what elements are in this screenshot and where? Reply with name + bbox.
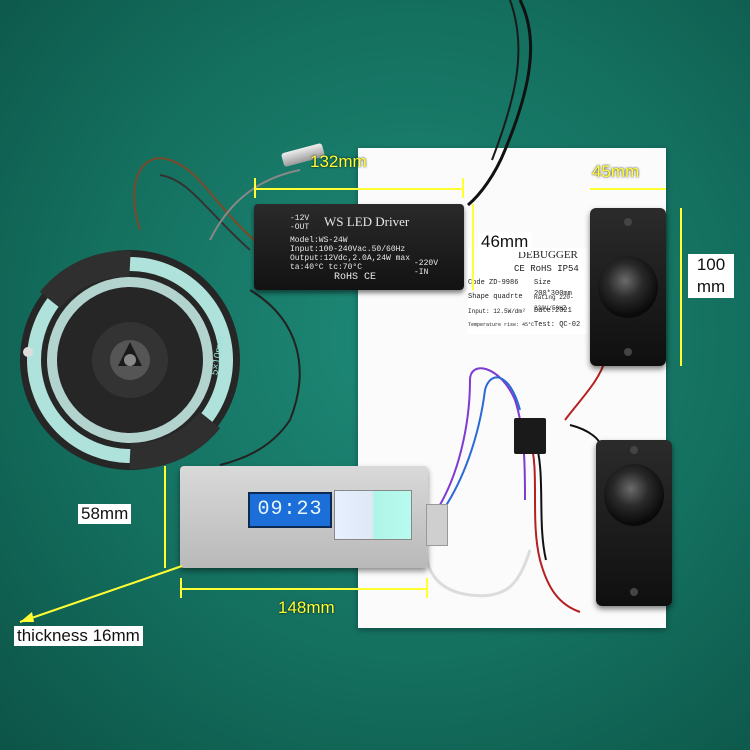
driver-title: WS LED Driver [324,214,410,229]
dim-line-speaker-width [590,188,666,190]
dim-tick [254,178,256,198]
thickness-arrow [19,565,183,623]
product-test: Test: QC-02 [534,321,581,329]
product-certs: CE RoHS IP54 [514,264,579,274]
screw-icon [624,348,632,356]
dim-line-driver-width [254,188,464,190]
led-driver: -12V -OUT WS LED Driver Model:WS-24W Inp… [254,204,464,290]
dim-driver-width: 132mm [310,152,367,171]
product-shape: Shape quadrte [468,293,523,301]
controller-plug [426,504,448,546]
dim-line-driver-height [472,204,474,290]
lcd-display: 09:23 [248,492,332,528]
product-brand: DEBUGGER [518,249,578,261]
led-strip-reel [20,250,240,470]
dim-tick [426,578,428,598]
dim-speaker-width: 45mm [592,162,640,181]
driver-output: Output:12Vdc,2.0A,24W max [290,254,411,263]
screw-icon [624,218,632,226]
screw-icon [630,588,638,596]
product-label: DEBUGGER CE RoHS IP54 Code ZD-9986 Size … [468,248,588,334]
dim-speaker-height: 100 mm [688,254,734,298]
driver-input: Input:100-240Vac.50/60Hz [290,245,406,254]
driver-temp: ta:40°C tc:70°C [290,263,363,272]
dim-line-speaker-height [680,208,682,366]
dim-speaker-height-unit: mm [696,277,726,296]
product-date: Date:2021 [534,307,572,315]
dim-driver-height: 46mm [478,232,532,252]
speaker-cone [598,256,658,318]
product-input: Input: 12.5W/dm² [468,308,526,315]
dim-speaker-height-num: 100 [696,255,726,274]
dim-controller-height: 58mm [78,504,132,524]
speaker-cone [604,464,664,526]
touch-panel [334,490,412,540]
speaker-top [590,208,666,366]
product-size: Size 200*300mm [534,279,572,298]
driver-model: Model:WS-24W [290,236,348,245]
speaker-bottom [596,440,672,606]
dim-controller-width: 148mm [278,598,335,617]
dim-line-controller-height [164,466,166,568]
screw-icon [630,446,638,454]
dim-thickness: thickness 16mm [14,626,143,646]
driver-output-label: -12V -OUT [290,214,310,232]
connector [514,418,546,454]
lcd-time: 09:23 [257,498,323,521]
dim-line-controller-width [180,588,428,590]
product-rating: Rating 220-230V/50HZ [534,294,574,312]
dim-tick [180,578,182,598]
driver-input-label: -220V -IN [414,259,439,277]
product-temperature: Temperature rise: 45°C [468,322,535,328]
driver-marks: RoHS CE [334,272,377,283]
dim-tick [462,178,464,198]
product-code: Code ZD-9986 [468,279,519,287]
